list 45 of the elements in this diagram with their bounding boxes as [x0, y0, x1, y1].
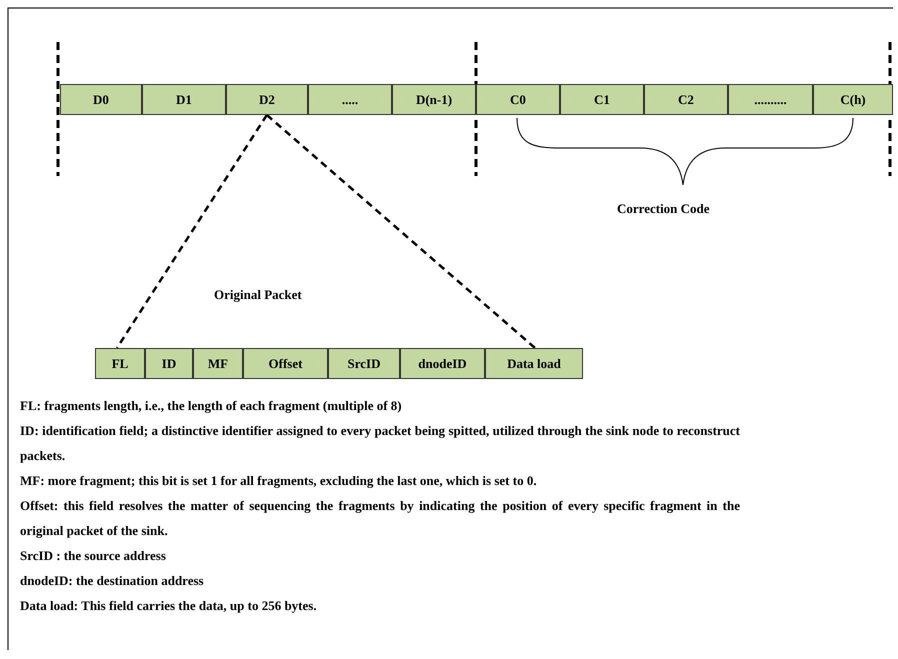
field-cell	[95, 348, 145, 379]
field-cell	[142, 84, 226, 115]
field-label: dnodeID	[418, 356, 467, 372]
field-label: Data load	[507, 356, 561, 372]
description-text: Offset: this field resolves the matter of sequencing the fragments by indicating the position of every specific fragment in the original packet of the sink.	[20, 497, 740, 540]
field-label: FL	[112, 356, 128, 372]
field-label: .....	[342, 92, 358, 108]
field-label: SrcID	[348, 356, 380, 372]
field-cell	[476, 84, 560, 115]
description-text: MF: more fragment; this bit is set 1 for all fragments, excluding the last one, which is set to 0.	[20, 472, 538, 490]
field-cell	[243, 348, 328, 379]
description-text: FL: fragments length, i.e., the length of each fragment (multiple of 8)	[20, 397, 403, 415]
field-cell	[813, 84, 893, 115]
description-text: ID: identification field; a distinctive identifier assigned to every packet being spitted, utilized through the sink node to reconstruct packets.	[20, 422, 740, 465]
field-cell	[400, 348, 485, 379]
caption-text: Correction Code	[617, 201, 710, 217]
field-cell	[392, 84, 476, 115]
field-cell	[193, 348, 243, 379]
field-label: D0	[93, 92, 109, 108]
field-label: ID	[162, 356, 176, 372]
caption-text: Original Packet	[214, 287, 302, 303]
field-label: ..........	[754, 92, 787, 108]
field-cell	[560, 84, 644, 115]
field-label: Offset	[268, 356, 302, 372]
dashed-line	[266, 114, 536, 349]
field-label: C2	[678, 92, 694, 108]
description-text: SrcID : the source address	[20, 547, 167, 565]
description-text: Data load: This field carries the data, up to 256 bytes.	[20, 597, 318, 615]
field-cell	[328, 348, 400, 379]
dashed-line	[116, 114, 268, 349]
field-cell	[308, 84, 392, 115]
description-text: dnodeID: the destination address	[20, 572, 205, 590]
field-label: D1	[176, 92, 192, 108]
field-label: MF	[208, 356, 228, 372]
field-cell	[644, 84, 728, 115]
field-label: D2	[259, 92, 275, 108]
field-label: D(n-1)	[416, 92, 452, 108]
field-cell	[60, 84, 142, 115]
field-label: C1	[594, 92, 610, 108]
field-cell	[728, 84, 813, 115]
field-cell	[485, 348, 583, 379]
field-cell	[226, 84, 308, 115]
field-label: C(h)	[840, 92, 866, 108]
field-cell	[145, 348, 193, 379]
field-label: C0	[510, 92, 526, 108]
